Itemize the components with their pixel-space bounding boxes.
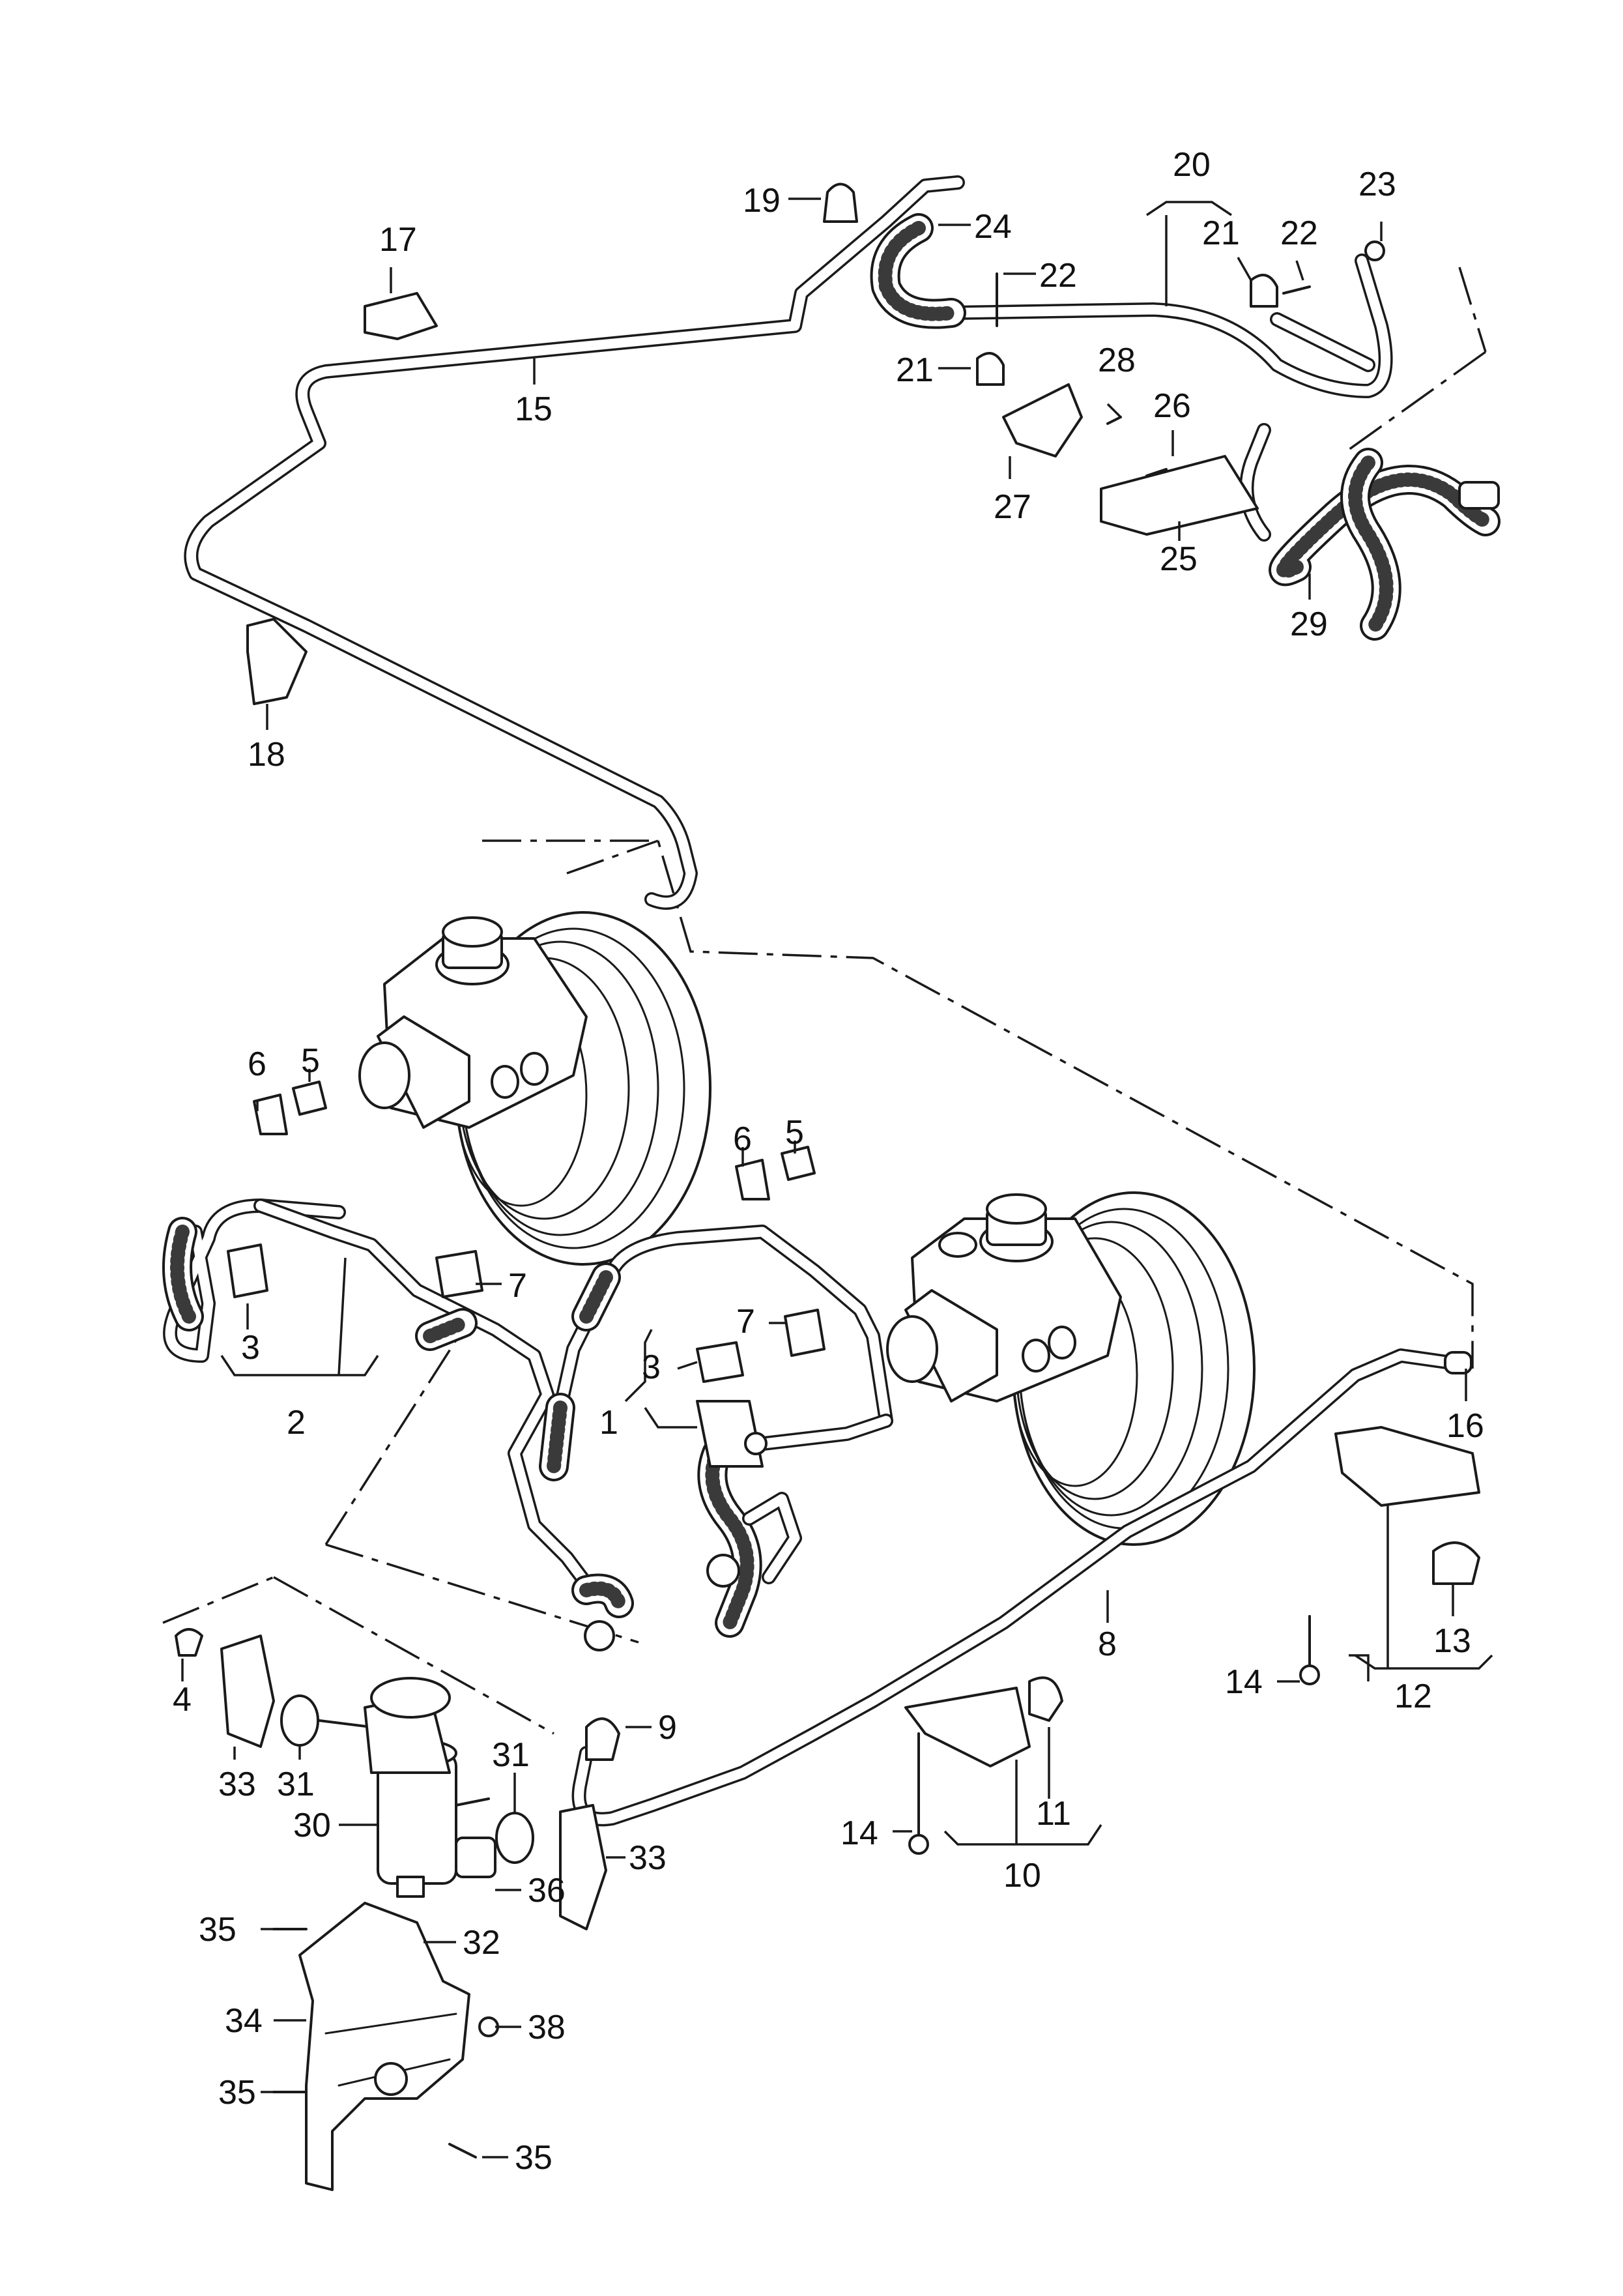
callout-6: 6 bbox=[733, 1120, 752, 1158]
callout-27: 27 bbox=[994, 488, 1031, 526]
grommet-31b-icon bbox=[495, 1812, 534, 1864]
callout-23: 23 bbox=[1358, 166, 1396, 203]
callout-3: 3 bbox=[642, 1348, 661, 1386]
clip-19-icon bbox=[823, 182, 858, 223]
bracket-10-icon bbox=[904, 1687, 1031, 1767]
vacuum-pump-30 bbox=[220, 1635, 607, 1959]
clip-17-icon bbox=[364, 292, 438, 340]
callout-26: 26 bbox=[1153, 387, 1191, 425]
bracket-12-icon bbox=[1334, 1426, 1480, 1507]
grommet-31-icon bbox=[280, 1694, 319, 1747]
hose-29 bbox=[1269, 448, 1501, 641]
callout-31: 31 bbox=[492, 1736, 530, 1774]
hose-connector-icon bbox=[1458, 481, 1500, 510]
bracket-25-icon bbox=[1100, 455, 1259, 536]
callout-11: 11 bbox=[1036, 1795, 1071, 1833]
callout-6: 6 bbox=[248, 1045, 266, 1083]
clip-9-icon bbox=[585, 1717, 620, 1761]
callout-17: 17 bbox=[379, 221, 417, 259]
callout-3: 3 bbox=[241, 1329, 260, 1367]
callout-34: 34 bbox=[225, 2002, 263, 2040]
mount-33b-icon bbox=[559, 1804, 607, 1930]
clip-21b-icon bbox=[1250, 274, 1278, 308]
callout-labels: 1 2 3 3 4 5 5 6 6 7 7 8 9 10 11 12 13 14… bbox=[173, 146, 1484, 2177]
callout-7: 7 bbox=[736, 1303, 755, 1341]
callout-33: 33 bbox=[629, 1839, 667, 1877]
callout-5: 5 bbox=[785, 1114, 804, 1152]
bolt-22b-icon bbox=[1282, 285, 1311, 295]
clip-6-icon bbox=[253, 1094, 288, 1135]
callout-22: 22 bbox=[1039, 257, 1077, 295]
clip-7b-icon bbox=[784, 1309, 826, 1357]
vacuum-line-1 bbox=[539, 1225, 893, 1638]
callout-19: 19 bbox=[743, 182, 781, 220]
callout-22: 22 bbox=[1280, 214, 1318, 252]
connector-3b-icon bbox=[696, 1341, 744, 1383]
callout-29: 29 bbox=[1290, 605, 1328, 643]
bolt-28-icon bbox=[1106, 416, 1122, 425]
callout-21: 21 bbox=[1202, 214, 1240, 252]
master-cylinder-left bbox=[358, 916, 588, 1129]
clip-23-icon bbox=[1364, 240, 1385, 261]
callout-24: 24 bbox=[974, 208, 1012, 246]
clip-7-icon bbox=[435, 1250, 483, 1298]
callout-21: 21 bbox=[896, 351, 934, 389]
clip-11-icon bbox=[1028, 1676, 1063, 1722]
callout-7: 7 bbox=[508, 1267, 527, 1305]
clip-5b-icon bbox=[781, 1146, 816, 1181]
callout-32: 32 bbox=[463, 1924, 500, 1962]
connector-36-icon bbox=[455, 1837, 496, 1878]
hose-24 bbox=[870, 213, 966, 329]
clip-21-icon bbox=[976, 352, 1005, 386]
callout-4: 4 bbox=[173, 1681, 192, 1719]
callout-38: 38 bbox=[528, 2009, 566, 2046]
mount-33-icon bbox=[220, 1635, 275, 1748]
bolt-35c-icon bbox=[448, 2143, 477, 2158]
callout-28: 28 bbox=[1098, 341, 1136, 379]
bolt-26-icon bbox=[1145, 468, 1168, 477]
clip-6b-icon bbox=[735, 1159, 770, 1200]
clip-5-icon bbox=[292, 1081, 327, 1116]
master-cylinder-right bbox=[886, 1193, 1122, 1402]
callout-1: 1 bbox=[599, 1404, 618, 1442]
callout-8: 8 bbox=[1098, 1625, 1117, 1663]
callout-14: 14 bbox=[840, 1814, 878, 1852]
callout-35: 35 bbox=[218, 2074, 256, 2112]
holder-18-icon bbox=[246, 618, 308, 705]
brake-pipe-15 bbox=[184, 175, 965, 910]
callout-35: 35 bbox=[515, 2139, 553, 2177]
nut-38-icon bbox=[478, 2016, 499, 2037]
clip-13-icon bbox=[1432, 1541, 1480, 1585]
callout-13: 13 bbox=[1433, 1622, 1471, 1660]
callout-35: 35 bbox=[199, 1911, 237, 1949]
vacuum-line-2 bbox=[162, 1199, 634, 1651]
callout-5: 5 bbox=[301, 1042, 320, 1080]
callout-14: 14 bbox=[1225, 1663, 1263, 1701]
callout-31: 31 bbox=[277, 1766, 315, 1803]
clips-and-fittings bbox=[175, 182, 1480, 1855]
callout-30: 30 bbox=[293, 1807, 331, 1844]
callout-36: 36 bbox=[528, 1872, 566, 1910]
callout-12: 12 bbox=[1394, 1678, 1432, 1715]
callout-20: 20 bbox=[1173, 146, 1211, 184]
callout-15: 15 bbox=[515, 390, 553, 428]
callout-16: 16 bbox=[1446, 1407, 1484, 1445]
callout-25: 25 bbox=[1160, 540, 1198, 578]
callout-33: 33 bbox=[218, 1766, 256, 1803]
callout-18: 18 bbox=[248, 736, 285, 774]
callout-9: 9 bbox=[658, 1709, 677, 1747]
bracket-27-icon bbox=[1002, 383, 1083, 458]
leader-lines bbox=[181, 197, 1493, 2158]
callout-10: 10 bbox=[1003, 1857, 1041, 1895]
callout-2: 2 bbox=[287, 1404, 306, 1442]
bracket-34 bbox=[272, 1902, 499, 2191]
vacuum-line-8 bbox=[571, 1348, 1472, 1827]
connector-3-icon bbox=[227, 1243, 268, 1298]
clip-4-icon bbox=[175, 1628, 203, 1657]
group-boundaries bbox=[162, 267, 1487, 1735]
